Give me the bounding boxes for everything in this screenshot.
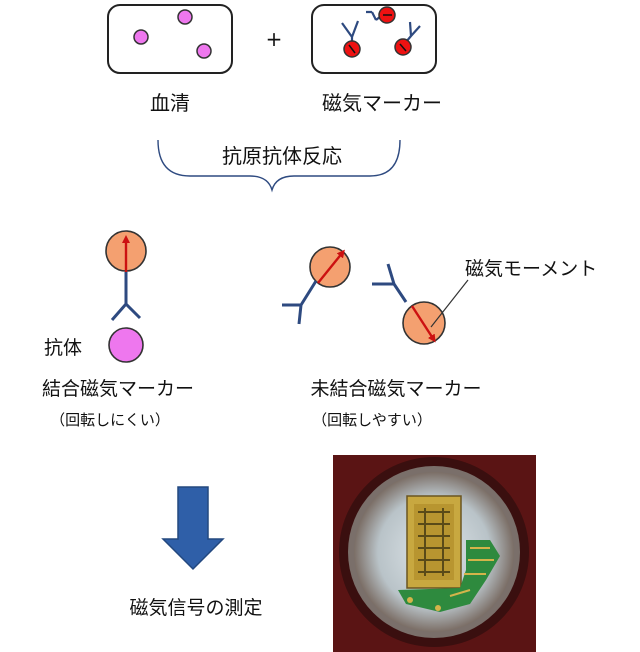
antigen-particle [196,43,212,59]
sensor-chip-photo [333,455,536,652]
unbound-note: （回転しやすい） [312,411,432,429]
serum-label: 血清 [150,91,190,115]
serum-box [107,4,233,74]
antigen-particle [133,29,149,45]
plus-sign: + [266,27,283,51]
unbound-marker-right [372,263,446,345]
small-marker [394,21,421,56]
antibody-y [372,263,408,303]
magnetic-marker-label: 磁気マーカー [322,91,442,115]
unbound-marker-left [282,246,351,325]
reaction-label: 抗原抗体反応 [222,144,342,168]
brace [157,139,401,193]
marker-box [311,4,437,74]
antibody-label: 抗体 [44,337,82,359]
moment-arrow [410,305,436,343]
bound-marker-group [105,230,147,363]
antibody-y [110,272,142,321]
small-marker [366,6,396,24]
moment-pointer [430,279,469,328]
small-marker [341,20,361,58]
antigen-particle [108,327,144,363]
magnetic-moment-label: 磁気モーメント [465,258,597,280]
bound-marker-label: 結合磁気マーカー [42,378,194,400]
measurement-label: 磁気信号の測定 [129,597,262,619]
bound-note: （回転しにくい） [50,411,170,429]
down-arrow-icon [161,486,225,571]
antigen-particle [177,9,193,25]
unbound-marker-label: 未結合磁気マーカー [310,378,481,400]
antibody-y [282,280,318,325]
moment-arrow [317,249,345,284]
